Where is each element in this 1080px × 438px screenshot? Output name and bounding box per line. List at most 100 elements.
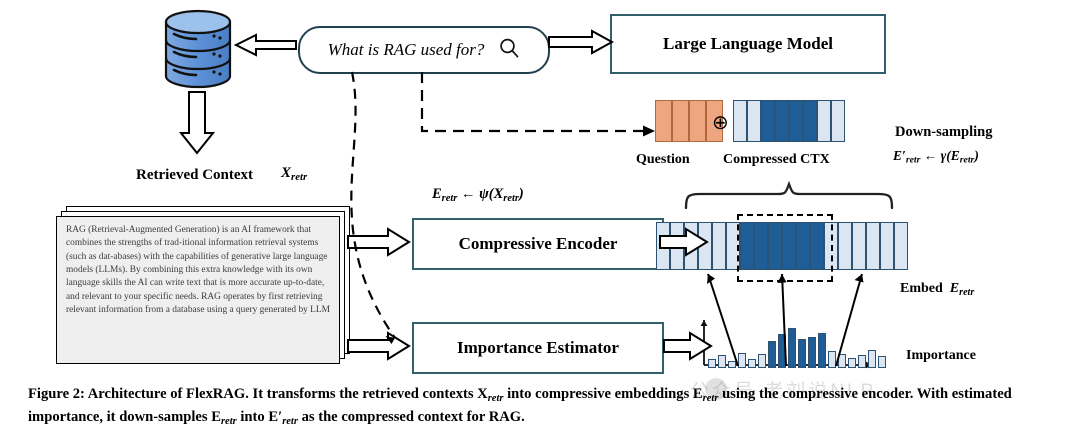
down-eq-rhs-sub: retr (959, 154, 975, 166)
dashed-query-to-importance (350, 71, 396, 339)
down-sampling-equation: E′retr ← γ(Eretr) (893, 148, 979, 166)
figure-caption: Figure 2: Architecture of FlexRAG. It tr… (28, 384, 1052, 429)
histogram-bar (758, 354, 766, 368)
token-cell (747, 100, 761, 142)
token-cell (656, 222, 670, 270)
caption-part-2: into compressive embeddings E (503, 386, 703, 402)
dashed-query-arrowhead (643, 125, 655, 137)
compressed-ctx-token-strip (733, 100, 845, 142)
token-cell (782, 222, 796, 270)
arrow-context-to-encoder (347, 227, 411, 257)
caption-sub-3: retr (220, 415, 237, 427)
database-icon (158, 8, 238, 90)
dashed-query-to-question (420, 72, 645, 133)
question-strip-label: Question (636, 152, 690, 167)
watermark-text: 公众号 老刘说NLP (690, 381, 877, 402)
token-cell (796, 222, 810, 270)
token-cell (852, 222, 866, 270)
token-cell (831, 100, 845, 142)
query-text: What is RAG used for? (327, 40, 485, 59)
token-cell (733, 100, 747, 142)
arrow-context-to-importance (347, 331, 411, 361)
token-cell (706, 100, 723, 142)
down-eq-rhs: γ(E (940, 148, 960, 163)
histogram-bar (818, 333, 826, 368)
encoder-eq-arrow: ← (457, 186, 480, 202)
retrieved-context-text: RAG (Retrieval-Augmented Generation) is … (66, 225, 330, 316)
encoder-eq-rhs-sub: retr (503, 192, 519, 204)
query-input-bubble[interactable]: What is RAG used for? (298, 26, 550, 74)
down-eq-arrow: ← (920, 148, 941, 163)
embedding-selection-dashed-box (737, 214, 833, 282)
importance-label: Importance (906, 348, 976, 363)
token-cell (789, 100, 803, 142)
token-cell (761, 100, 775, 142)
token-cell (712, 222, 726, 270)
embed-text: Embed (900, 281, 943, 296)
histogram-bar (808, 336, 816, 368)
histogram-bar (768, 340, 776, 368)
retrieved-context-document: RAG (Retrieval-Augmented Generation) is … (56, 216, 340, 364)
question-token-strip (655, 100, 723, 142)
histogram-bar (708, 358, 716, 368)
encoder-eq-lhs: E (432, 186, 442, 202)
token-cell (768, 222, 782, 270)
importance-histogram (700, 318, 900, 370)
token-cell (754, 222, 768, 270)
histogram-bar (848, 357, 856, 368)
token-cell (775, 100, 789, 142)
token-cell (803, 100, 817, 142)
x-subscript: retr (291, 171, 308, 184)
histogram-bar (838, 354, 846, 368)
down-eq-rhs-end: ) (974, 148, 979, 163)
caption-part-4: compressive encoder. With estimated impo… (28, 386, 1012, 425)
histogram-bar (788, 328, 796, 368)
importance-estimator-label: Importance Estimator (457, 338, 619, 357)
large-language-model-box: Large Language Model (610, 14, 886, 74)
compressive-encoder-label: Compressive Encoder (458, 234, 618, 253)
token-cell (838, 222, 852, 270)
down-sampling-label: Down-sampling (895, 124, 993, 140)
histogram-bar (748, 358, 756, 368)
caption-part-3: using the (718, 386, 779, 402)
compressed-ctx-label: Compressed CTX (723, 152, 830, 167)
embed-symbol-sub: retr (959, 286, 975, 298)
token-cell (866, 222, 880, 270)
histogram-bar (778, 334, 786, 368)
histogram-bar (718, 355, 726, 368)
arrow-query-to-database (233, 33, 297, 57)
token-cell (810, 222, 824, 270)
encoder-equation: Eretr ← ψ(Xretr) (432, 186, 524, 204)
token-cell (698, 222, 712, 270)
encoder-eq-rhs-end: ) (518, 186, 524, 202)
embed-label: Embed Eretr (900, 281, 974, 298)
down-eq-lhs-sub: retr (905, 154, 921, 166)
histogram-bar (858, 355, 866, 368)
histogram-bar (868, 350, 876, 368)
watermark-dot (705, 378, 727, 400)
retrieved-context-label: Retrieved Context (136, 167, 254, 183)
brace-compressed-ctx (684, 180, 894, 210)
histogram-bar (738, 353, 746, 368)
histogram-bars (708, 328, 886, 368)
histogram-bar (728, 360, 736, 368)
token-cell (655, 100, 672, 142)
magnifier-icon[interactable] (498, 37, 520, 64)
importance-estimator-box: Importance Estimator (412, 322, 664, 374)
caption-sub-1: retr (487, 392, 504, 404)
embed-symbol: E (949, 281, 960, 296)
histogram-bar (878, 356, 886, 368)
caption-sub-4: retr (282, 415, 298, 427)
plus-circle-icon: ⊕ (712, 112, 729, 134)
token-cell (817, 100, 831, 142)
encoder-eq-rhs: ψ(X (479, 186, 504, 202)
histogram-bar (828, 351, 836, 368)
compressive-encoder-box: Compressive Encoder (412, 218, 664, 270)
histogram-bar (798, 338, 806, 368)
token-cell (670, 222, 684, 270)
token-cell (740, 222, 754, 270)
caption-part-5: into E′ (236, 408, 283, 425)
caption-part-1: Figure 2: Architecture of FlexRAG. It tr… (28, 386, 488, 402)
token-cell (672, 100, 689, 142)
llm-box-label: Large Language Model (663, 34, 833, 53)
